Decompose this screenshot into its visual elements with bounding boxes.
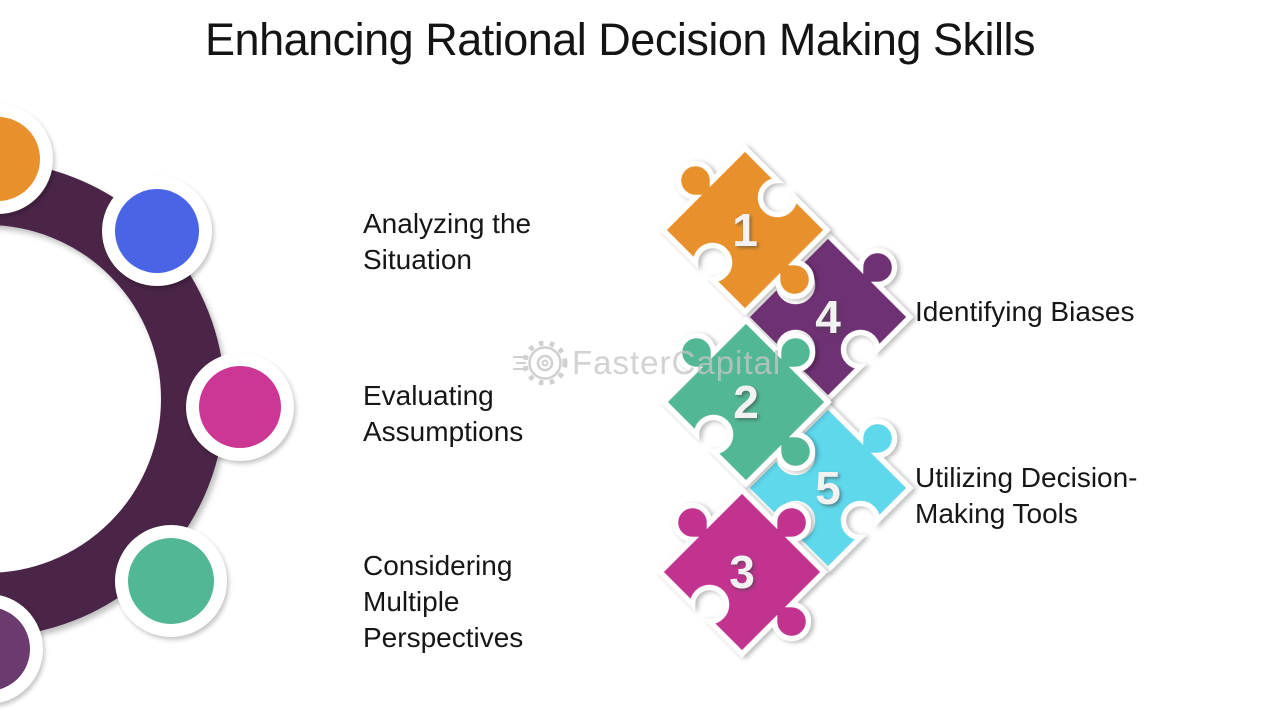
ring-node-magenta (199, 366, 281, 448)
watermark: FasterCapital (512, 336, 781, 390)
gear-icon (513, 340, 568, 386)
puzzle-number-4: 4 (815, 291, 841, 343)
ring-node-blue (115, 189, 199, 273)
puzzle-number-3: 3 (729, 546, 755, 598)
page-title: Enhancing Rational Decision Making Skill… (205, 14, 1035, 65)
ring-node-purple (0, 608, 30, 690)
puzzle-number-5: 5 (815, 462, 841, 514)
watermark-text: FasterCapital (572, 344, 782, 381)
label-utilizing-decision-making-tools: Utilizing Decision-Making Tools (915, 462, 1138, 529)
puzzle-number-2: 2 (733, 376, 759, 428)
label-considering-multiple-perspectives: Considering Multiple Perspectives (363, 550, 524, 653)
ring-diagram (0, 104, 294, 703)
label-identifying-biases: Identifying Biases (915, 296, 1135, 327)
ring-node-orange (0, 117, 40, 201)
ring-node-teal (128, 538, 214, 624)
label-evaluating-assumptions: Evaluating Assumptions (363, 380, 524, 447)
puzzle-number-1: 1 (732, 204, 758, 256)
puzzle-diagram: 1 4 2 5 3 (620, 115, 950, 685)
label-analyzing-the-situation: Analyzing the Situation (363, 208, 532, 275)
